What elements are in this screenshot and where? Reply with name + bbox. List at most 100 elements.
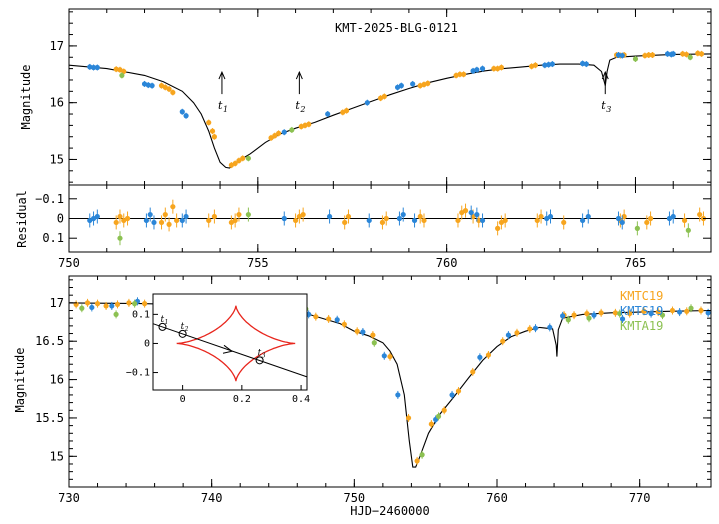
data-point: [142, 301, 148, 307]
data-point: [498, 64, 505, 71]
data-point: [119, 72, 125, 79]
y-tick-label: 15: [50, 152, 64, 166]
data-point: [109, 303, 115, 309]
data-point: [617, 310, 623, 317]
event-marker: [158, 322, 167, 331]
data-point: [547, 213, 554, 220]
top-panel-frame: [68, 8, 712, 186]
top-ylabel: Magnitude: [19, 64, 33, 129]
data-point: [659, 312, 666, 318]
x-tick-label: 750: [58, 256, 80, 270]
data-point: [236, 157, 242, 164]
event-marker-label: t: [258, 348, 262, 358]
y-tick-label: 16: [50, 373, 64, 387]
data-point: [398, 83, 404, 89]
data-point: [632, 56, 639, 62]
data-point: [232, 160, 238, 167]
data-point: [502, 217, 508, 224]
data-point: [688, 305, 694, 311]
data-point: [655, 309, 661, 315]
data-point: [84, 300, 91, 306]
data-point: [565, 317, 571, 323]
model-curve: [68, 53, 712, 169]
data-point: [325, 111, 331, 117]
data-point: [670, 213, 676, 220]
data-point: [341, 321, 347, 327]
data-point: [343, 108, 350, 114]
data-point: [124, 215, 131, 222]
bottom-xlabel: HJD−2460000: [350, 504, 429, 518]
data-point: [615, 215, 622, 222]
inset-y-tick-label: 0: [144, 338, 150, 349]
data-point: [685, 227, 691, 233]
data-point: [697, 211, 703, 218]
data-point: [166, 86, 172, 92]
data-point: [619, 316, 626, 322]
model-curve: [68, 302, 712, 468]
data-point: [414, 458, 420, 464]
inset-background: [153, 294, 307, 390]
data-point: [571, 312, 577, 318]
data-point: [532, 325, 539, 331]
data-point: [532, 62, 538, 68]
data-point: [272, 133, 278, 139]
y-tick-label: 16: [50, 96, 64, 110]
data-point: [698, 307, 704, 314]
data-point: [627, 310, 633, 317]
data-point: [396, 215, 403, 222]
data-point: [584, 310, 590, 317]
data-point: [580, 217, 586, 224]
data-point: [479, 66, 486, 72]
data-point: [641, 308, 647, 314]
data-point: [405, 415, 412, 421]
data-point: [400, 211, 406, 218]
data-point: [395, 392, 401, 398]
annotation-label: t: [218, 99, 223, 112]
annotation-subscript: 1: [223, 105, 228, 114]
data-point: [684, 308, 690, 314]
data-point: [114, 301, 121, 307]
data-point: [206, 119, 212, 126]
data-point: [183, 213, 189, 220]
data-point: [147, 211, 153, 218]
data-point: [648, 310, 654, 317]
data-point: [647, 215, 654, 222]
annotation-arrowhead: [295, 70, 303, 80]
data-point: [619, 52, 625, 59]
data-point: [117, 213, 123, 220]
data-point: [381, 93, 387, 100]
data-point: [289, 127, 295, 133]
data-point: [94, 213, 100, 220]
data-point: [103, 303, 109, 309]
data-point: [143, 217, 150, 224]
data-point: [306, 121, 312, 127]
data-point: [326, 316, 332, 322]
caustic-curve: [176, 305, 296, 382]
inset-x-tick-label: 0.4: [292, 394, 310, 405]
y-tick-label: 17: [50, 39, 64, 53]
data-point: [495, 225, 501, 231]
data-point: [428, 421, 434, 427]
data-point: [585, 213, 591, 220]
annotation-arrowhead: [218, 70, 226, 80]
data-point: [649, 52, 656, 58]
y-tick-label: 15: [50, 449, 64, 463]
data-point: [411, 217, 418, 224]
data-point: [612, 310, 619, 316]
data-point: [275, 130, 282, 136]
data-point: [410, 81, 416, 87]
data-point: [485, 352, 492, 358]
annotation-subscript: 3: [606, 105, 611, 114]
x-tick-label: 740: [201, 491, 223, 505]
residual-ylabel: Residual: [15, 190, 29, 248]
data-point: [435, 413, 442, 420]
data-point: [461, 71, 467, 77]
y-tick-label: 17: [50, 296, 64, 310]
top-ticks: 15 16 17: [50, 9, 712, 185]
data-point: [538, 213, 544, 220]
data-point: [646, 52, 652, 58]
data-point: [527, 326, 533, 332]
x-tick-label: 755: [247, 256, 269, 270]
